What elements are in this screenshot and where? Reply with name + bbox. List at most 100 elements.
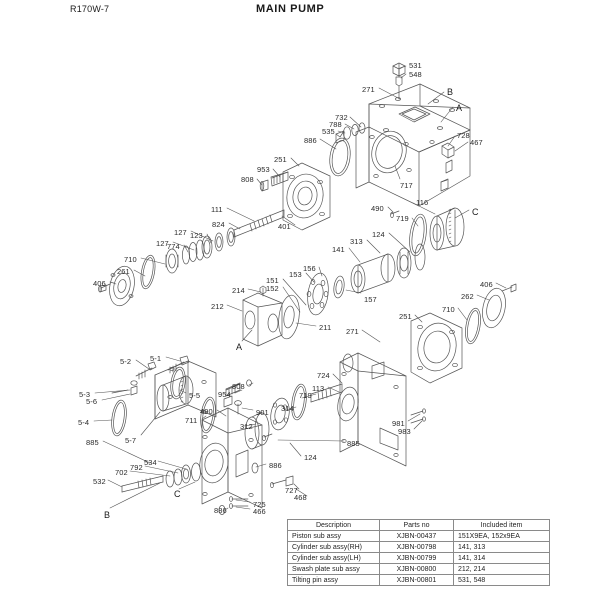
callout-261: 261 [117,267,130,276]
cell-included-item: 531, 548 [453,574,550,586]
callout-788: 788 [329,120,342,129]
callout-535: 535 [322,127,335,136]
callout-5-5: 5-5 [189,391,201,400]
callout-312: 312 [240,422,253,431]
callout-153: 153 [289,270,302,279]
callout-251: 251 [399,312,412,321]
callout-127: 127 [174,228,187,237]
right-gear-assembly [390,207,465,257]
cell-description: Swash plate sub assy [287,563,380,575]
cell-included-item: 141, 314 [453,552,550,564]
page-title: MAIN PUMP [256,3,325,15]
cell-parts-no: XJBN-00801 [379,574,454,586]
callout-157: 157 [364,295,377,304]
callout-5-3: 5-3 [79,390,91,399]
callout-886: 886 [214,506,227,515]
callout-531: 531 [409,61,422,70]
drive-shaft-assembly [98,209,285,307]
callout-886: 886 [269,461,282,470]
callout-b: B [447,87,454,97]
callout-732: 732 [335,113,348,122]
cell-parts-no: XJBN-00799 [379,552,454,564]
callout-152: 152 [266,284,279,293]
callout-116: 116 [416,198,429,207]
callout-141: 141 [332,245,345,254]
callout-271: 271 [362,85,375,94]
cell-parts-no: XJBN-00798 [379,541,454,553]
leader-lines [93,65,507,511]
callout-123: 123 [190,231,203,240]
callout-490: 490 [200,407,213,416]
callout-719: 719 [299,391,312,400]
parts-table: Description Parts no Included item Pisto… [287,519,550,586]
pump-body-lower-right [244,352,426,488]
callout-5-2: 5-2 [120,357,132,366]
pump-body-lower [121,379,263,515]
callout-534: 534 [144,458,157,467]
callout-5-7: 5-7 [125,436,137,445]
callout-124: 124 [372,230,385,239]
callout-111: 111 [211,205,223,214]
callout-710: 710 [442,305,455,314]
callout-127: 127 [156,239,169,248]
callout-983: 983 [398,427,411,436]
callout-211: 211 [319,323,332,332]
callout-725: 725 [253,500,266,509]
callout-824: 824 [212,220,225,229]
callout-953: 953 [257,165,270,174]
callout-214: 214 [232,286,245,295]
callout-466: 466 [253,507,266,516]
callout-808: 808 [232,382,245,391]
callout-271: 271 [346,327,359,336]
column-header-description: Description [287,519,380,531]
callout-5-1: 5-1 [150,354,162,363]
cell-included-item: 141, 313 [453,541,550,553]
callout-490: 490 [371,204,384,213]
callout-532: 532 [93,477,106,486]
callout-b: B [104,510,111,520]
callout-808: 808 [241,175,254,184]
cell-parts-no: XJBN-00800 [379,563,454,575]
callout-5-6: 5-6 [86,397,98,406]
callout-724: 724 [317,371,330,380]
swash-plate-assembly [242,243,426,347]
callout-711: 711 [185,416,198,425]
callout-727: 727 [285,486,298,495]
callout-728: 728 [457,131,470,140]
callout-262: 262 [461,292,474,301]
callout-981: 981 [392,419,405,428]
callout-313: 313 [350,237,363,246]
callout-885: 885 [86,438,99,447]
cell-included-item: 212, 214 [453,563,550,575]
callout-468: 468 [294,493,307,502]
callout-a: A [456,103,463,113]
cell-parts-no: XJBN-00437 [379,530,454,542]
callout-151: 151 [266,276,279,285]
callout-314: 314 [281,404,294,413]
callout-901: 901 [256,408,269,417]
regulator-cover-assembly [111,355,217,437]
pump-cover-upper [259,122,366,231]
callout-719: 719 [396,214,409,223]
column-header-included-item: Included item [453,519,550,531]
callout-401: 401 [278,222,291,231]
callout-467: 467 [470,138,483,147]
pump-housing-upper [355,62,471,207]
cell-description: Cylinder sub assy(LH) [287,552,380,564]
callout-954: 954 [218,390,231,399]
right-lower-flange [410,283,517,384]
callout-5-4: 5-4 [78,418,90,427]
callout-a: A [236,342,243,352]
cell-description: Cylinder sub assy(RH) [287,541,380,553]
callout-113: 113 [312,384,325,393]
model-code: R170W-7 [70,4,110,14]
callout-548: 548 [409,70,422,79]
callout-717: 717 [400,181,413,190]
